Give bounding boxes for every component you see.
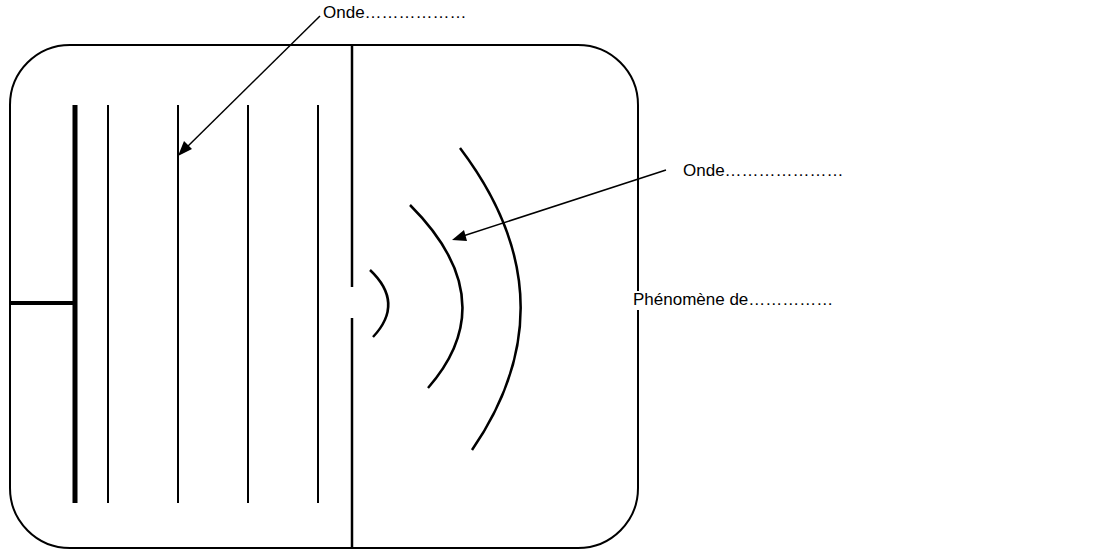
leader-line bbox=[184, 16, 320, 150]
wave-label: Onde……………… bbox=[322, 4, 468, 23]
plane-wavefront bbox=[107, 105, 109, 503]
circular-wavefront bbox=[460, 148, 521, 450]
plane-wavefront bbox=[247, 105, 249, 503]
circular-wavefront bbox=[370, 270, 388, 337]
arrowhead bbox=[452, 230, 467, 241]
plane-wavefront bbox=[317, 105, 319, 503]
circular-wavefront bbox=[410, 205, 462, 388]
vibrator-rod bbox=[10, 301, 75, 305]
vibrator-bar bbox=[73, 105, 78, 503]
arrowhead bbox=[178, 141, 192, 156]
plane-wavefront bbox=[177, 105, 179, 503]
barrier bbox=[351, 318, 354, 548]
wave-label: Onde………………… bbox=[682, 162, 845, 181]
leader-line bbox=[460, 170, 666, 237]
tank-outline bbox=[10, 45, 638, 548]
phenomenon-label: Phénomène de…………… bbox=[632, 291, 834, 310]
barrier bbox=[351, 45, 354, 287]
